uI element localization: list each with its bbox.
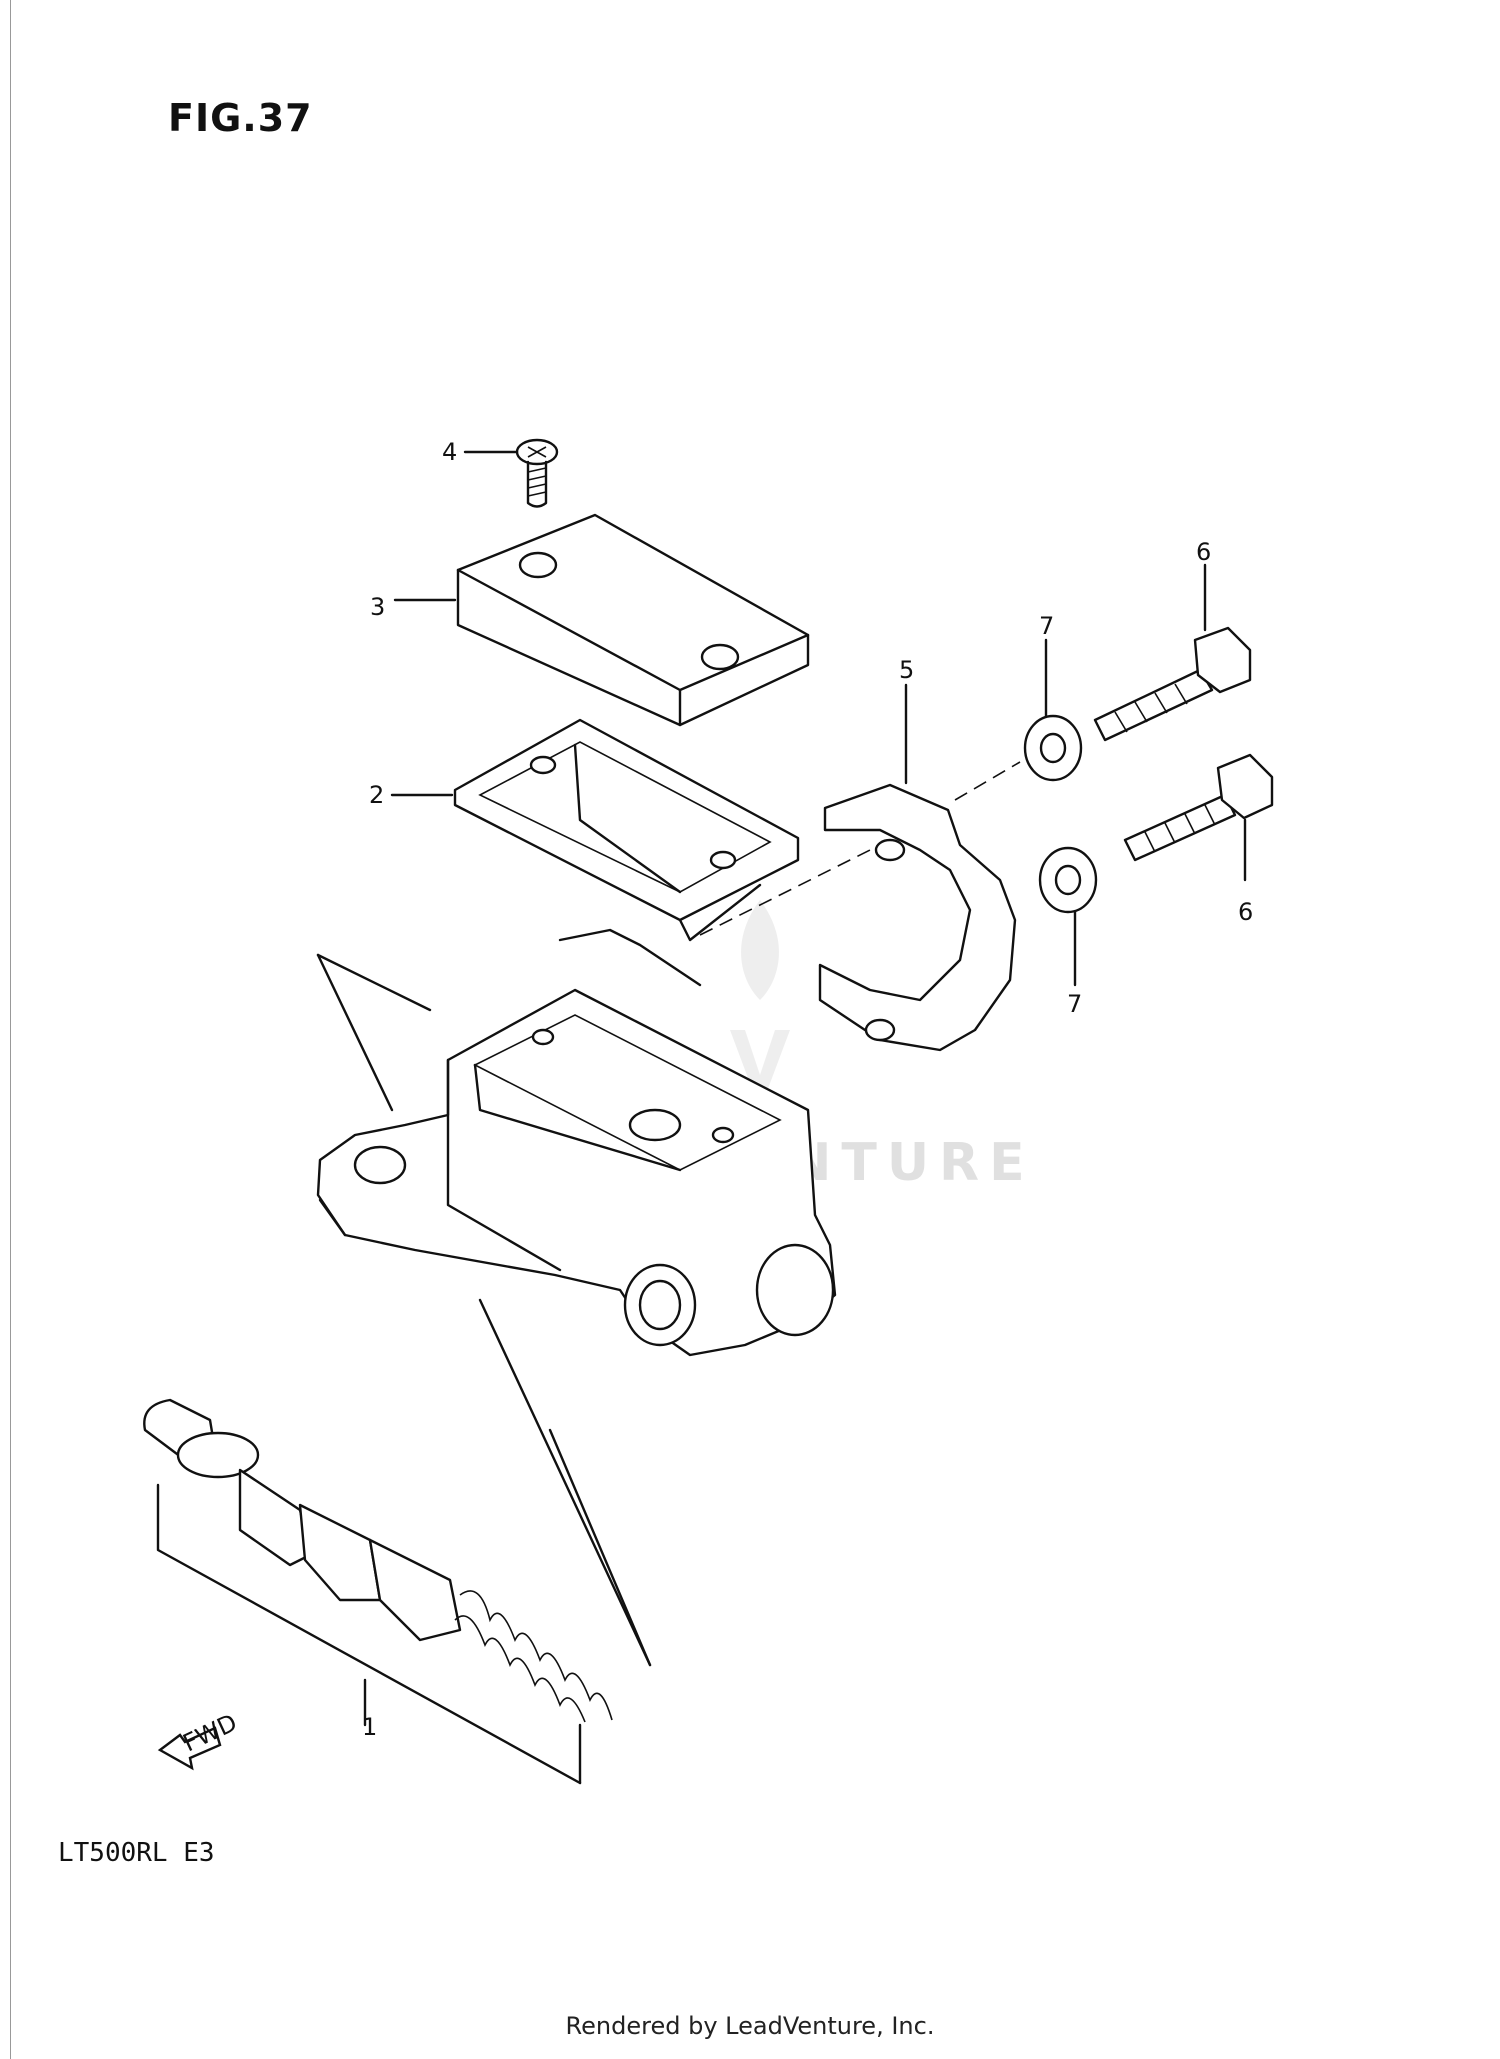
part-7-washer-upper: [1023, 714, 1083, 782]
model-code: LT500RL E3: [58, 1838, 215, 1868]
part-7-washer-lower: [1038, 846, 1098, 914]
callouts: 1 2 3 4 5 6 6 7 7: [362, 438, 1253, 1741]
part-2-diaphragm: [453, 718, 800, 942]
figure-title: FIG.37: [168, 96, 313, 140]
callout-6a: 6: [1196, 538, 1211, 566]
scan-margin-line: [10, 0, 11, 2059]
callout-4: 4: [442, 438, 457, 466]
part-3-reservoir-cap: [456, 513, 810, 727]
callout-7a: 7: [1039, 612, 1054, 640]
part-5-clamp: [818, 783, 1017, 1052]
render-credit: Rendered by LeadVenture, Inc.: [565, 2012, 935, 2040]
fwd-arrow-icon: FWD: [157, 1708, 241, 1771]
part-1-piston-kit: [143, 1398, 613, 1723]
watermark-logo: [730, 900, 790, 1110]
callout-7b: 7: [1067, 990, 1082, 1018]
callout-2: 2: [369, 781, 384, 809]
part-6-bolt-upper: [1093, 626, 1252, 742]
leader-lines: [156, 450, 1247, 1785]
callout-1: 1: [362, 1713, 377, 1741]
master-cylinder-body: [316, 928, 837, 1357]
callout-6b: 6: [1238, 898, 1253, 926]
callout-3: 3: [370, 593, 385, 621]
part-6-bolt-lower: [1123, 753, 1274, 862]
part-4-screw: [515, 438, 559, 508]
callout-5: 5: [899, 656, 914, 684]
